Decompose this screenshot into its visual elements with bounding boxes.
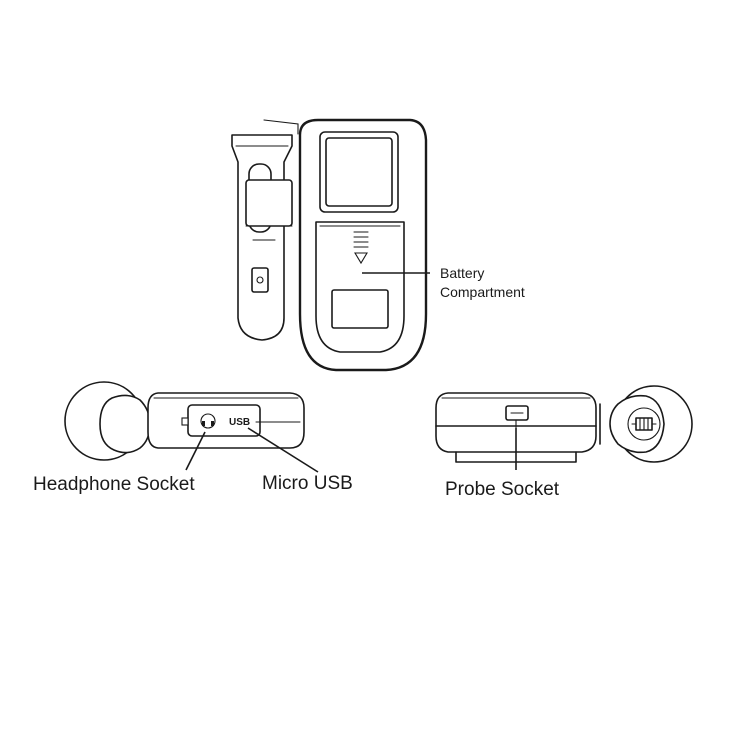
headphone-icon bbox=[200, 413, 216, 429]
device-side-view-right bbox=[435, 392, 597, 463]
headphone-socket-label: Headphone Socket bbox=[33, 474, 195, 495]
probe-head-right bbox=[599, 385, 693, 463]
device-body-back bbox=[298, 118, 428, 372]
headphone-leader-line bbox=[185, 431, 206, 471]
device-back-view bbox=[231, 118, 430, 372]
power-button-icon bbox=[251, 267, 269, 293]
side-probe bbox=[231, 119, 299, 341]
probe-socket-label: Probe Socket bbox=[445, 479, 560, 500]
usb-marking: USB bbox=[229, 417, 250, 428]
usb-leader-line bbox=[247, 427, 319, 473]
probe-head-left bbox=[64, 381, 151, 461]
slide-down-arrow-icon bbox=[353, 231, 369, 265]
device-side-view-left bbox=[64, 381, 305, 461]
micro-usb-label: Micro USB bbox=[262, 473, 353, 494]
battery-label-line2: Compartment bbox=[440, 284, 525, 300]
battery-label-line1: Battery bbox=[440, 265, 484, 281]
